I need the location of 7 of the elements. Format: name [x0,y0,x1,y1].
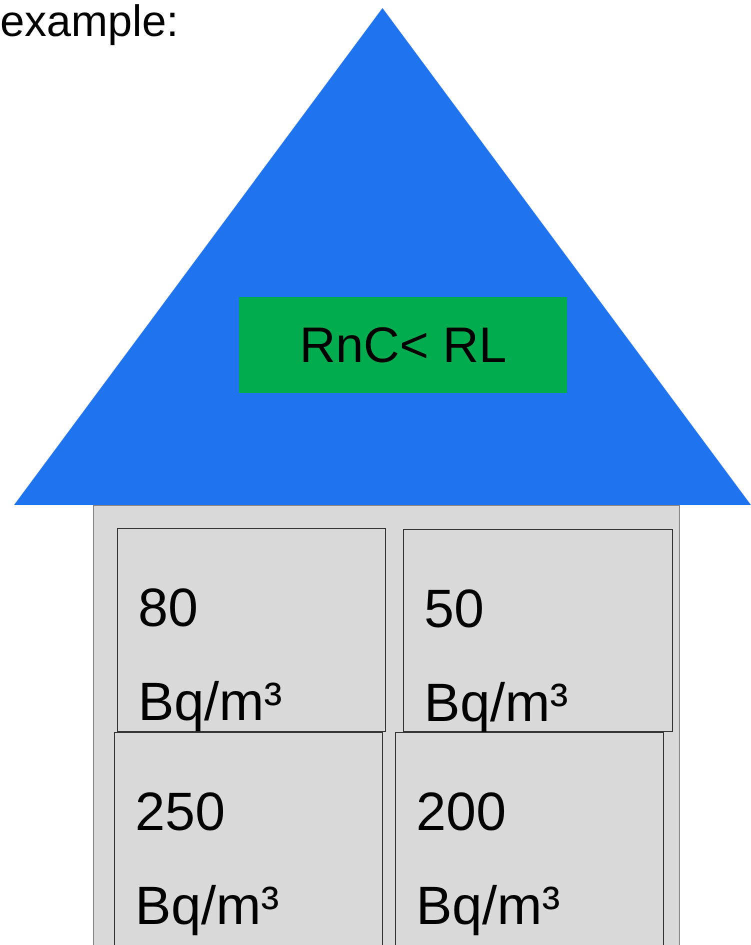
note-text: example: [0,0,179,44]
room-box: 50 Bq/m³ [403,529,673,732]
house-body [93,505,680,945]
room-box: 80 Bq/m³ [117,528,386,732]
label-box: RnC< RL [239,297,567,393]
room-box: 250 Bq/m³ [114,732,383,945]
room-box: 200 Bq/m³ [395,732,664,945]
